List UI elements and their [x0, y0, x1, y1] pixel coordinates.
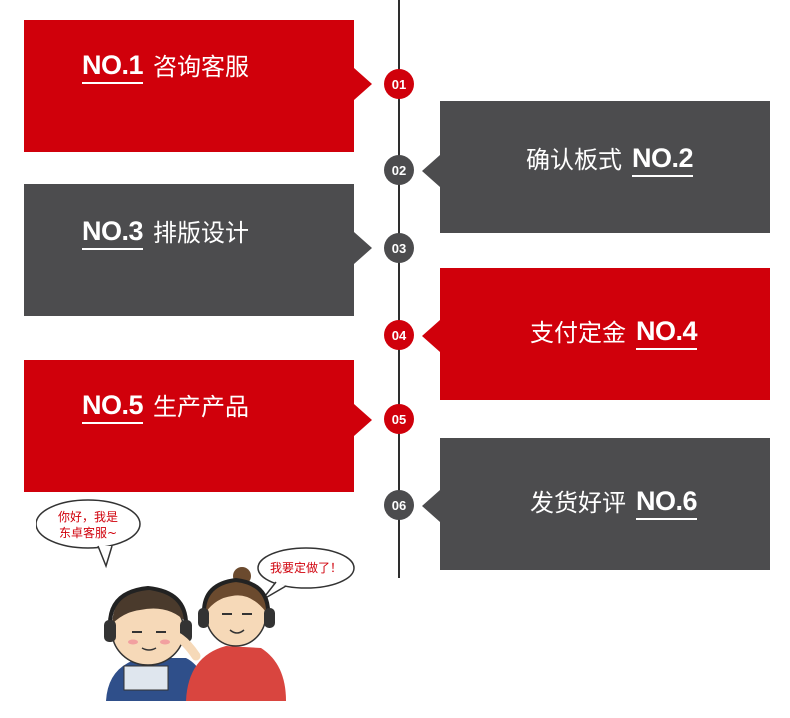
step-6-card: 发货好评 NO.6 — [422, 438, 770, 570]
step-node-04: 04 — [384, 320, 414, 350]
bubble-left-line1: 你好，我是 — [58, 510, 118, 524]
boy-character — [104, 585, 208, 701]
card-pointer — [354, 68, 372, 100]
card-pointer — [354, 404, 372, 436]
step-node-05: 05 — [384, 404, 414, 434]
step-title: 生产产品 — [153, 393, 250, 421]
step-3-card: NO.3 排版设计 — [24, 184, 372, 316]
step-node-03: 03 — [384, 233, 414, 263]
step-title: 排版设计 — [153, 219, 250, 247]
step-card-background — [440, 268, 770, 400]
speech-bubble-right: 我要定做了！ — [257, 547, 355, 601]
timeline-line — [398, 0, 400, 578]
step-number: NO.1 — [82, 50, 144, 84]
step-4-card: 支付定金 NO.4 — [422, 268, 770, 400]
step-title: 确认板式 — [526, 146, 622, 174]
step-title: 支付定金 — [530, 319, 626, 347]
card-pointer — [422, 490, 440, 522]
step-number: NO.5 — [82, 390, 144, 424]
step-number: NO.2 — [632, 143, 694, 177]
step-node-01: 01 — [384, 69, 414, 99]
step-card-background — [24, 184, 354, 316]
card-pointer — [354, 232, 372, 264]
step-node-02: 02 — [384, 155, 414, 185]
step-node-06: 06 — [384, 490, 414, 520]
step-5-card: NO.5 生产产品 — [24, 360, 372, 492]
card-pointer — [422, 155, 440, 187]
customer-service-cartoon: 你好，我是 东卓客服~ 我要定做了！ — [36, 499, 355, 701]
bubble-left-line2: 东卓客服~ — [59, 525, 117, 540]
step-card-background — [24, 360, 354, 492]
step-title: 发货好评 — [530, 489, 626, 517]
bubble-right-text: 我要定做了！ — [270, 560, 342, 575]
step-card-background — [440, 438, 770, 570]
step-1-card: NO.1 咨询客服 — [24, 20, 372, 152]
step-card-background — [440, 101, 770, 233]
step-number: NO.6 — [636, 486, 698, 520]
step-2-card: 确认板式 NO.2 — [422, 101, 770, 233]
speech-bubble-left: 你好，我是 东卓客服~ — [36, 499, 141, 569]
step-title: 咨询客服 — [153, 53, 250, 81]
card-pointer — [422, 320, 440, 352]
girl-character — [171, 567, 286, 701]
step-number: NO.4 — [636, 316, 698, 350]
step-card-background — [24, 20, 354, 152]
step-number: NO.3 — [82, 216, 144, 250]
